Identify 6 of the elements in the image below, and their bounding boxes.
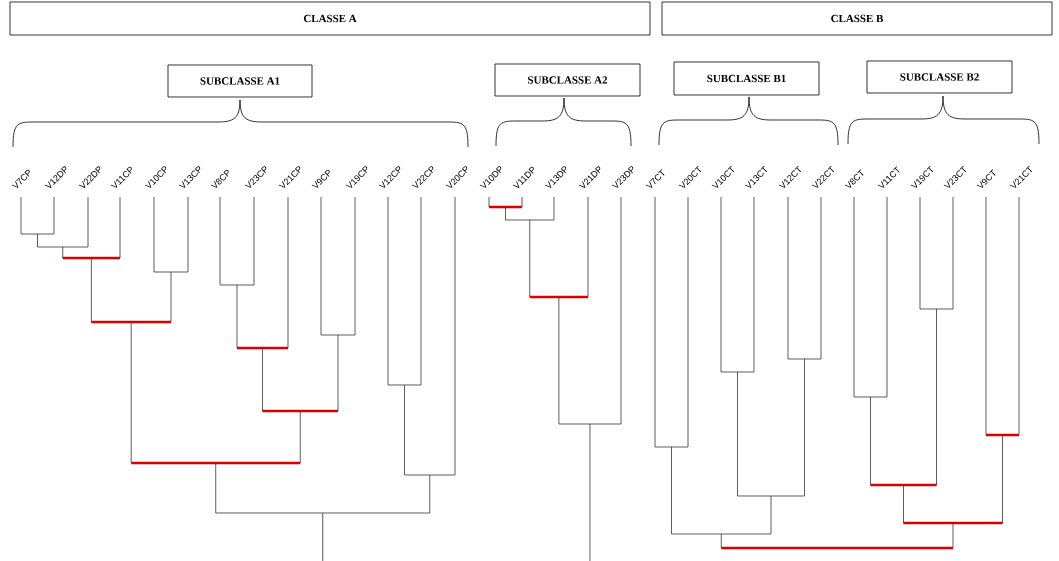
class-box: CLASSE A [9,1,651,36]
class-box: SUBCLASSE A1 [167,64,313,98]
class-box: CLASSE B [661,1,1053,36]
class-box: SUBCLASSE B1 [673,61,820,96]
class-box: SUBCLASSE B2 [866,60,1013,94]
class-box: SUBCLASSE A2 [494,63,641,97]
